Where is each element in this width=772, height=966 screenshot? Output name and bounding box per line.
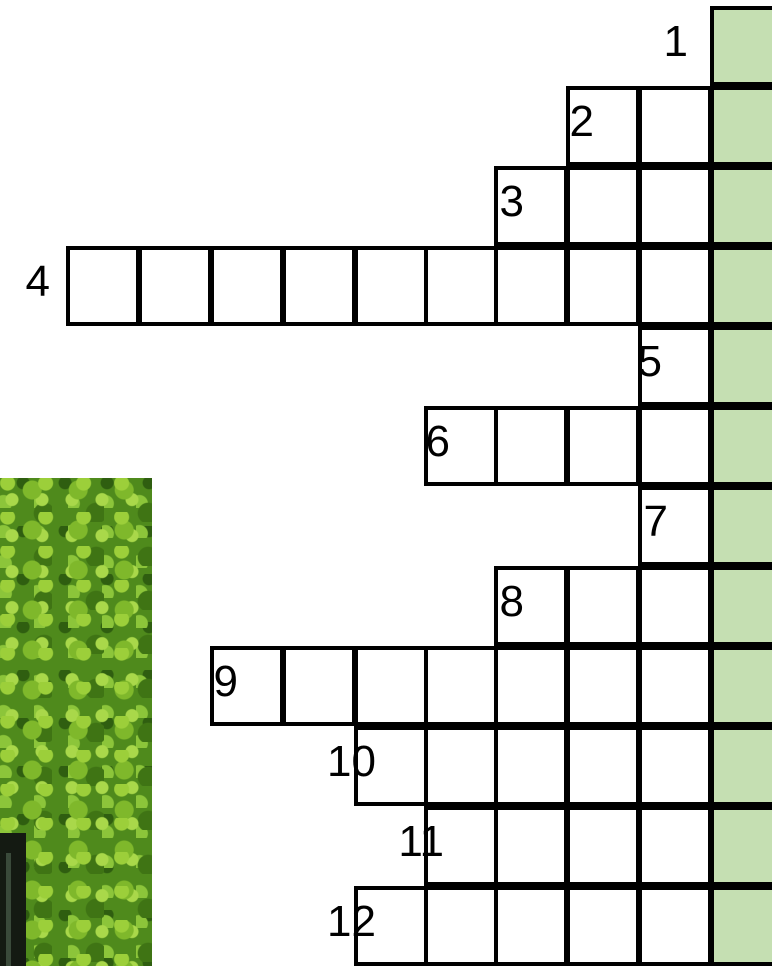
key-column-cell[interactable]	[710, 566, 772, 646]
clue-number: 2	[514, 100, 594, 144]
grid-cell[interactable]	[638, 246, 712, 326]
grid-cell[interactable]	[494, 726, 568, 806]
key-column-cell[interactable]	[710, 806, 772, 886]
grid-cell[interactable]	[638, 806, 712, 886]
grid-cell[interactable]	[494, 646, 568, 726]
doorway-shadow	[0, 833, 26, 966]
grid-cell[interactable]	[354, 246, 428, 326]
key-column-cell[interactable]	[710, 886, 772, 966]
grid-cell[interactable]	[66, 246, 140, 326]
clue-number: 10	[296, 740, 376, 784]
grid-cell[interactable]	[566, 726, 640, 806]
grid-cell[interactable]	[566, 166, 640, 246]
grid-cell[interactable]	[354, 646, 428, 726]
clue-number: 6	[370, 420, 450, 464]
clue-number: 11	[364, 820, 444, 864]
grid-cell[interactable]	[638, 166, 712, 246]
grid-cell[interactable]	[424, 246, 498, 326]
key-column-cell[interactable]	[710, 246, 772, 326]
key-column-cell[interactable]	[710, 326, 772, 406]
grid-cell[interactable]	[282, 246, 356, 326]
clue-number: 12	[296, 900, 376, 944]
grid-cell[interactable]	[138, 246, 212, 326]
ivy-wall-image	[0, 478, 152, 966]
grid-cell[interactable]	[494, 406, 568, 486]
grid-cell[interactable]	[638, 406, 712, 486]
grid-cell[interactable]	[494, 886, 568, 966]
grid-cell[interactable]	[566, 646, 640, 726]
clue-number: 4	[0, 260, 50, 304]
grid-cell[interactable]	[566, 566, 640, 646]
clue-number: 1	[608, 20, 688, 64]
grid-cell[interactable]	[638, 646, 712, 726]
key-column-cell[interactable]	[710, 486, 772, 566]
door-post	[6, 853, 11, 966]
grid-cell[interactable]	[566, 246, 640, 326]
key-column-cell[interactable]	[710, 166, 772, 246]
grid-cell[interactable]	[424, 886, 498, 966]
clue-number: 8	[444, 580, 524, 624]
key-column-cell[interactable]	[710, 646, 772, 726]
grid-cell[interactable]	[638, 886, 712, 966]
clue-number: 5	[582, 340, 662, 384]
key-column-cell[interactable]	[710, 726, 772, 806]
grid-cell[interactable]	[494, 246, 568, 326]
grid-cell[interactable]	[566, 886, 640, 966]
grid-cell[interactable]	[494, 806, 568, 886]
grid-cell[interactable]	[638, 726, 712, 806]
clue-number: 7	[588, 500, 668, 544]
grid-cell[interactable]	[566, 406, 640, 486]
clue-number: 3	[444, 180, 524, 224]
grid-cell[interactable]	[638, 86, 712, 166]
grid-cell[interactable]	[424, 726, 498, 806]
grid-cell[interactable]	[424, 646, 498, 726]
grid-cell[interactable]	[282, 646, 356, 726]
grid-cell[interactable]	[638, 566, 712, 646]
key-column-cell[interactable]	[710, 406, 772, 486]
grid-cell[interactable]	[566, 806, 640, 886]
key-column-cell[interactable]	[710, 6, 772, 86]
key-column-cell[interactable]	[710, 86, 772, 166]
grid-cell[interactable]	[210, 246, 284, 326]
clue-number: 9	[158, 660, 238, 704]
